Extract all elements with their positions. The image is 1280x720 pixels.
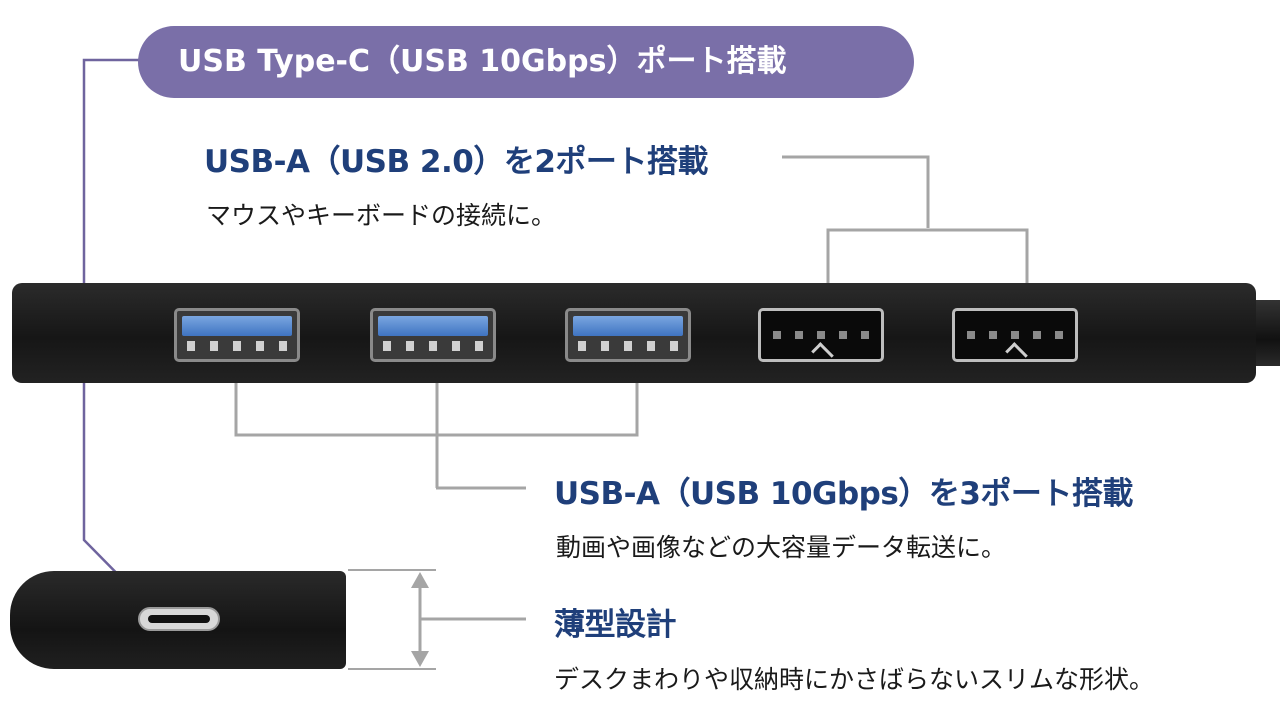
usb10-heading: USB-A（USB 10Gbps）を3ポート搭載 <box>554 476 1133 512</box>
slim-description: デスクまわりや収納時にかさばらないスリムな形状。 <box>554 665 1155 694</box>
usb2-bracket <box>826 228 1029 310</box>
usb-type-c-port <box>138 607 220 631</box>
slim-heading: 薄型設計 <box>554 607 677 643</box>
usb2-heading: USB-A（USB 2.0）を2ポート搭載 <box>204 144 708 180</box>
typec-callout-pill: USB Type-C（USB 10Gbps）ポート搭載 <box>138 26 914 98</box>
usb2-description: マウスやキーボードの接続に。 <box>206 201 557 230</box>
typec-heading: USB Type-C（USB 10Gbps）ポート搭載 <box>178 44 787 79</box>
port-pins <box>773 331 869 339</box>
port-pins <box>578 341 678 353</box>
port-pins <box>383 341 483 353</box>
port-pins <box>187 341 287 353</box>
dimension-arrow-down <box>411 651 429 667</box>
usb-a-2-port-1 <box>758 308 884 365</box>
type-c-slot <box>148 615 210 623</box>
usb-a-10gbps-port-1 <box>174 308 300 362</box>
usb-trident-icon <box>1005 342 1028 365</box>
port-tongue <box>573 316 683 336</box>
usb-a-10gbps-port-2 <box>370 308 496 362</box>
dimension-arrow-up <box>411 572 429 588</box>
port-tongue <box>182 316 292 336</box>
usb2-leader-line <box>782 155 930 228</box>
usb10-description: 動画や画像などの大容量データ転送に。 <box>556 533 1007 562</box>
usb-a-10gbps-port-3 <box>565 308 691 362</box>
usb-trident-icon <box>811 342 834 365</box>
usb-a-2-port-2 <box>952 308 1078 365</box>
port-pins <box>967 331 1063 339</box>
port-tongue <box>378 316 488 336</box>
